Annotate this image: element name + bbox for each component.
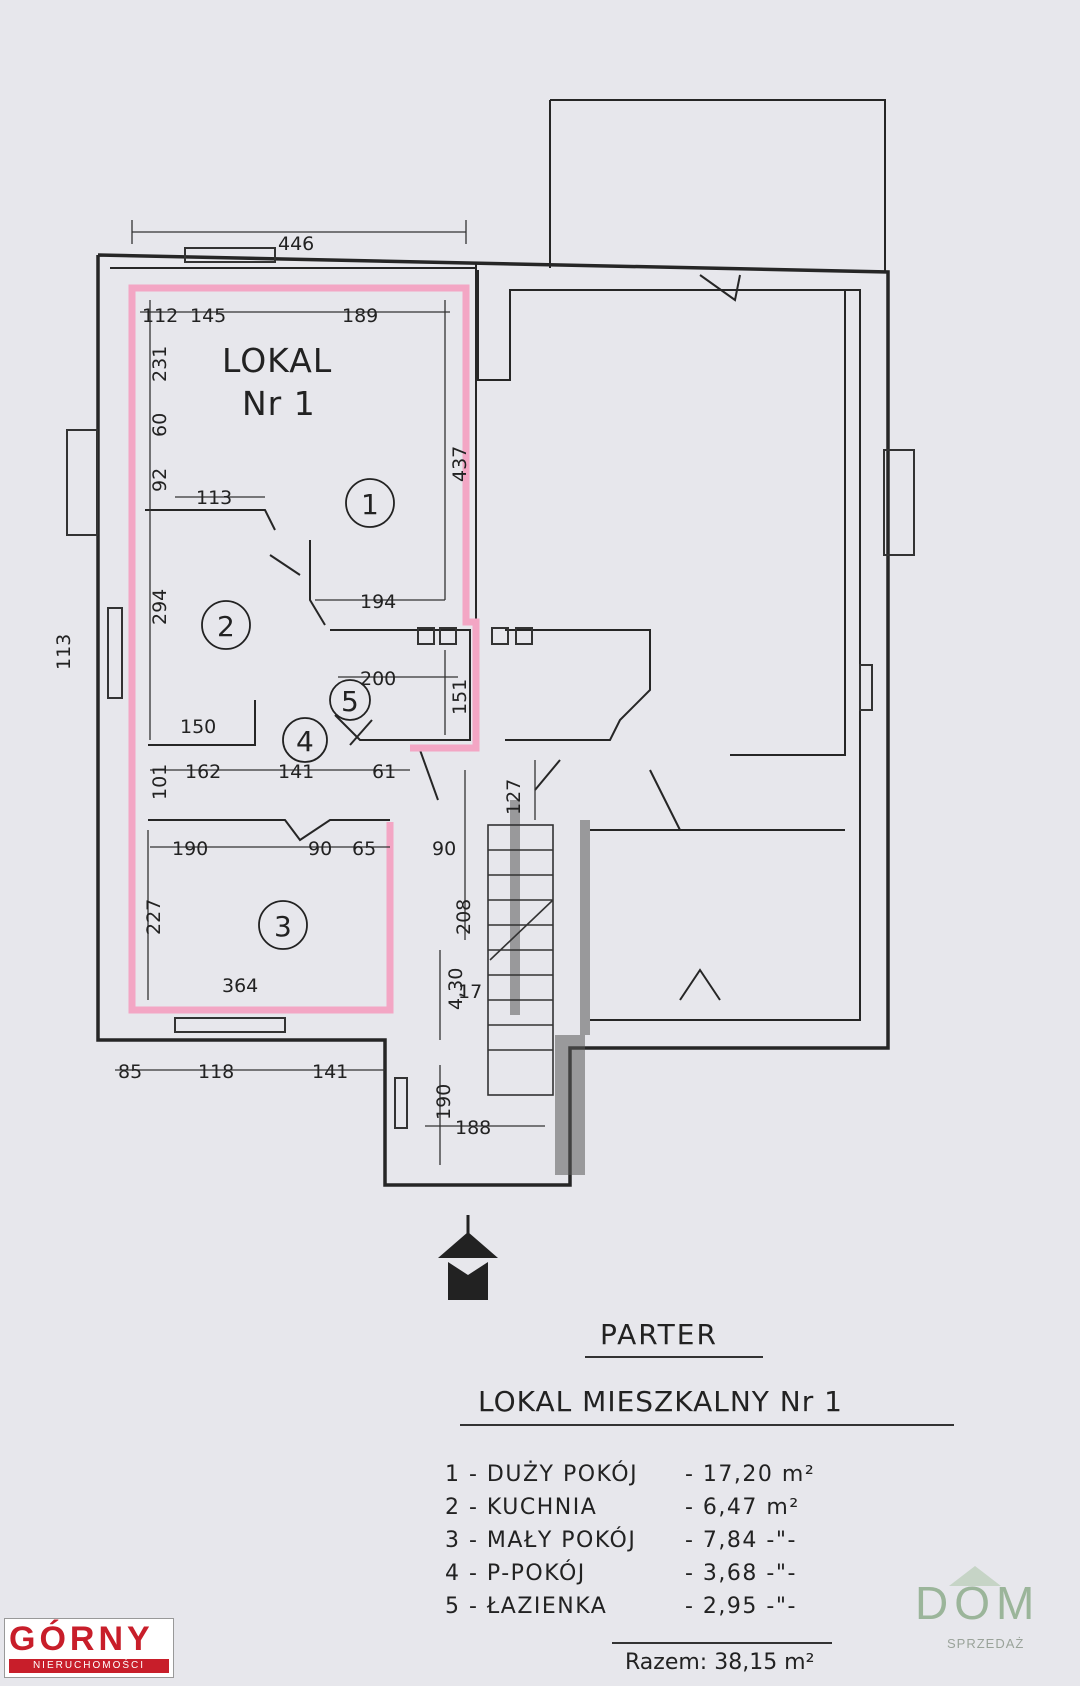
door-swings <box>269 274 741 1001</box>
small-room-top-wall <box>148 819 390 842</box>
annex-outline <box>549 99 886 272</box>
dim-left-b: 60 <box>149 413 171 437</box>
legend-title-parter: PARTER <box>600 1318 718 1351</box>
kitchen-top-wall <box>145 509 276 531</box>
legend-area: - 6,47 m² <box>685 1495 800 1520</box>
dim-r190: 190 <box>172 838 208 860</box>
bathroom-walls <box>330 629 471 741</box>
dim-v17: 17 <box>458 981 482 1003</box>
highlight-upper <box>128 284 480 752</box>
room-number-1: 1 <box>361 488 379 521</box>
legend-underline-1 <box>585 1356 763 1358</box>
dim-top-b: 145 <box>190 305 226 327</box>
hatched-fill <box>510 800 590 1175</box>
dim-v208: 208 <box>453 899 475 935</box>
legend-label: 5 - ŁAZIENKA <box>445 1594 608 1619</box>
gorny-logo-sub: NIERUCHOMOŚCI <box>9 1659 169 1673</box>
dim-v127: 127 <box>503 779 525 815</box>
dim-hall-w: 194 <box>360 591 396 613</box>
dom-logo-word: DOM <box>915 1577 1041 1629</box>
total-area: Razem: 38,15 m² <box>625 1650 815 1675</box>
window-left <box>107 607 123 699</box>
dimension-labels: 446 112 145 189 231 60 92 113 437 294 19… <box>53 233 525 1139</box>
hall-wall <box>309 540 326 626</box>
middle-room-walls <box>505 629 651 741</box>
dim-top-a: 112 <box>142 305 178 327</box>
legend-area: - 2,95 -"- <box>685 1594 797 1619</box>
dim-b188: 188 <box>455 1117 491 1139</box>
legend-label: 2 - KUCHNIA <box>445 1495 598 1520</box>
legend-label: 4 - P-POKÓJ <box>445 1561 586 1586</box>
legend-label: 1 - DUŻY POKÓJ <box>445 1462 639 1487</box>
room-number-3: 3 <box>274 910 292 943</box>
window-right <box>859 664 873 711</box>
legend-area: - 17,20 m² <box>685 1462 816 1487</box>
dim-stair90: 90 <box>432 838 456 860</box>
legend-area: - 3,68 -"- <box>685 1561 797 1586</box>
dim-left-v2: 294 <box>149 589 171 625</box>
dim-top-c: 189 <box>342 305 378 327</box>
dim-b118: 118 <box>198 1061 234 1083</box>
highlight-lower <box>128 703 394 1014</box>
legend-row-3: 3 - MAŁY POKÓJ - 7,84 -"- <box>445 1528 795 1553</box>
floor-plan: LOKAL Nr 1 1 2 3 4 5 446 112 145 189 231… <box>53 99 915 1300</box>
dim-b85: 85 <box>118 1061 142 1083</box>
entrance-arrow <box>438 1215 498 1300</box>
dom-logo: DOM SPRZEDAŻ <box>905 1566 1055 1666</box>
dim-r162: 162 <box>185 761 221 783</box>
dim-r141: 141 <box>278 761 314 783</box>
lokal-title-line2: Nr 1 <box>242 384 316 423</box>
dim-left-a: 231 <box>149 346 171 382</box>
dim-r61: 61 <box>372 761 396 783</box>
legend-row-4: 4 - P-POKÓJ - 3,68 -"- <box>445 1561 795 1586</box>
dim-right-v: 437 <box>449 446 471 482</box>
radiator-right <box>883 449 915 556</box>
outer-wall <box>96 253 890 1187</box>
total-divider <box>612 1642 832 1644</box>
window-stair <box>394 1077 408 1129</box>
house-roof-icon <box>949 1566 1001 1586</box>
legend-row-2: 2 - KUCHNIA - 6,47 m² <box>445 1495 798 1520</box>
legend-row-1: 1 - DUŻY POKÓJ - 17,20 m² <box>445 1462 814 1487</box>
dimension-lines <box>115 220 545 1165</box>
dim-bath-w: 200 <box>360 668 396 690</box>
legend-title-lokal: LOKAL MIESZKALNY Nr 1 <box>478 1385 843 1418</box>
dim-left-c: 92 <box>149 468 171 492</box>
inner-wall-top <box>110 262 477 620</box>
dim-bath-h: 151 <box>449 679 471 715</box>
gorny-logo-brand: GÓRNY <box>9 1620 154 1658</box>
staircase <box>487 824 554 1096</box>
dim-b364: 364 <box>222 975 258 997</box>
legend-area: - 7,84 -"- <box>685 1528 797 1553</box>
room-number-4: 4 <box>296 725 314 758</box>
radiator-left <box>66 429 98 536</box>
gorny-logo: GÓRNY NIERUCHOMOŚCI <box>4 1618 174 1678</box>
legend-row-5: 5 - ŁAZIENKA - 2,95 -"- <box>445 1594 795 1619</box>
window-top <box>184 247 276 263</box>
room-number-5: 5 <box>341 685 359 718</box>
legend-label: 3 - MAŁY POKÓJ <box>445 1528 637 1553</box>
room-markers: 1 2 3 4 5 <box>201 478 395 950</box>
lokal-title-line1: LOKAL <box>222 341 332 380</box>
dom-logo-sub: SPRZEDAŻ <box>947 1636 1025 1651</box>
dim-b141: 141 <box>312 1061 348 1083</box>
window-bottom <box>174 1017 286 1033</box>
kitchen-bottom-wall <box>148 700 256 746</box>
dim-kitchen-w: 113 <box>196 487 232 509</box>
room-number-2: 2 <box>217 610 235 643</box>
right-apartment-walls <box>476 270 861 1021</box>
legend-underline-2 <box>460 1424 954 1426</box>
dim-v101: 101 <box>149 764 171 800</box>
dim-v190: 190 <box>433 1084 455 1120</box>
dim-k150: 150 <box>180 716 216 738</box>
right-room-wall <box>730 290 846 756</box>
dim-r65: 65 <box>352 838 376 860</box>
dim-v227: 227 <box>143 899 165 935</box>
dim-side-113: 113 <box>53 634 75 670</box>
dim-v430: 4,30 <box>445 968 467 1010</box>
dim-r90: 90 <box>308 838 332 860</box>
chimney-blocks <box>417 627 533 645</box>
dim-top-total: 446 <box>278 233 314 255</box>
